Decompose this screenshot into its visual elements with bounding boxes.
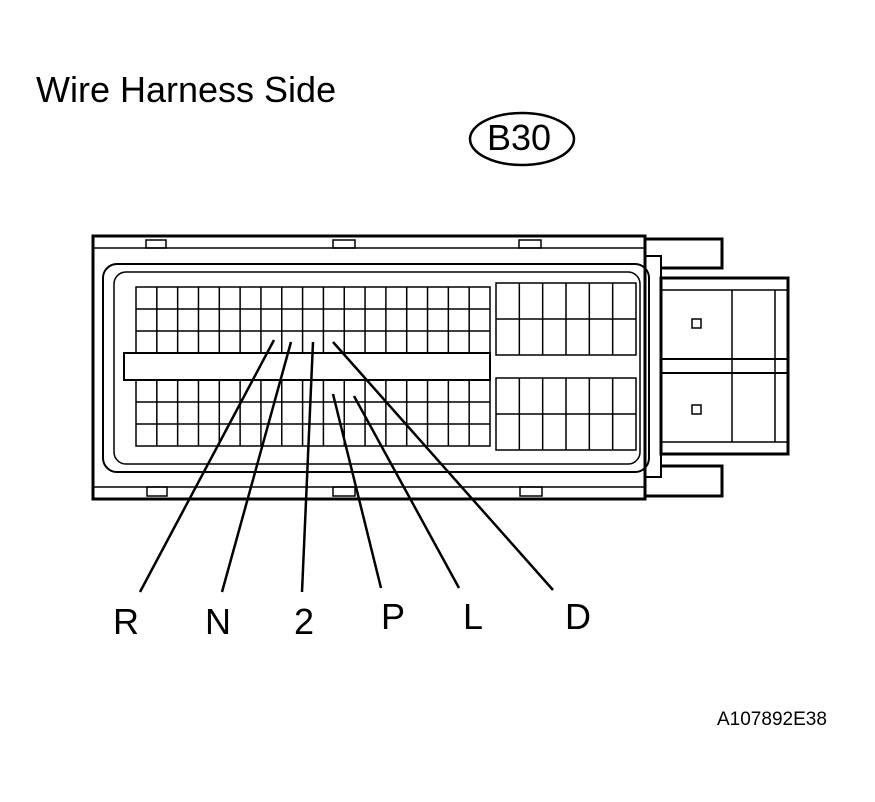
pin-label-d: D — [565, 596, 591, 637]
leader-line-p — [331, 393, 383, 589]
leader-line-l — [352, 395, 461, 589]
pin-label-l: L — [462, 596, 484, 637]
leader-line-n — [220, 341, 293, 593]
terminal-grid — [135, 282, 637, 451]
leader-line-2 — [300, 341, 315, 593]
terminal-block-lower-right — [495, 377, 637, 451]
terminal-block-lower-left — [135, 379, 491, 447]
pin-label-n: N — [205, 601, 231, 642]
connector-code: B30 — [487, 117, 552, 158]
connector-code-oval — [468, 111, 576, 167]
terminal-block-upper-left — [135, 286, 491, 354]
pin-label-r: R — [113, 601, 139, 642]
leader-lines — [138, 339, 554, 593]
pin-label-2: 2 — [293, 601, 315, 642]
leader-line-r — [138, 339, 276, 593]
connector-housing — [91, 234, 790, 501]
diagram-title: Wire Harness Side — [36, 69, 337, 110]
leader-line-d — [332, 341, 554, 591]
figure-id: A107892E38 — [717, 709, 827, 730]
pin-label-p: P — [380, 596, 405, 637]
terminal-block-upper-right — [495, 282, 637, 356]
